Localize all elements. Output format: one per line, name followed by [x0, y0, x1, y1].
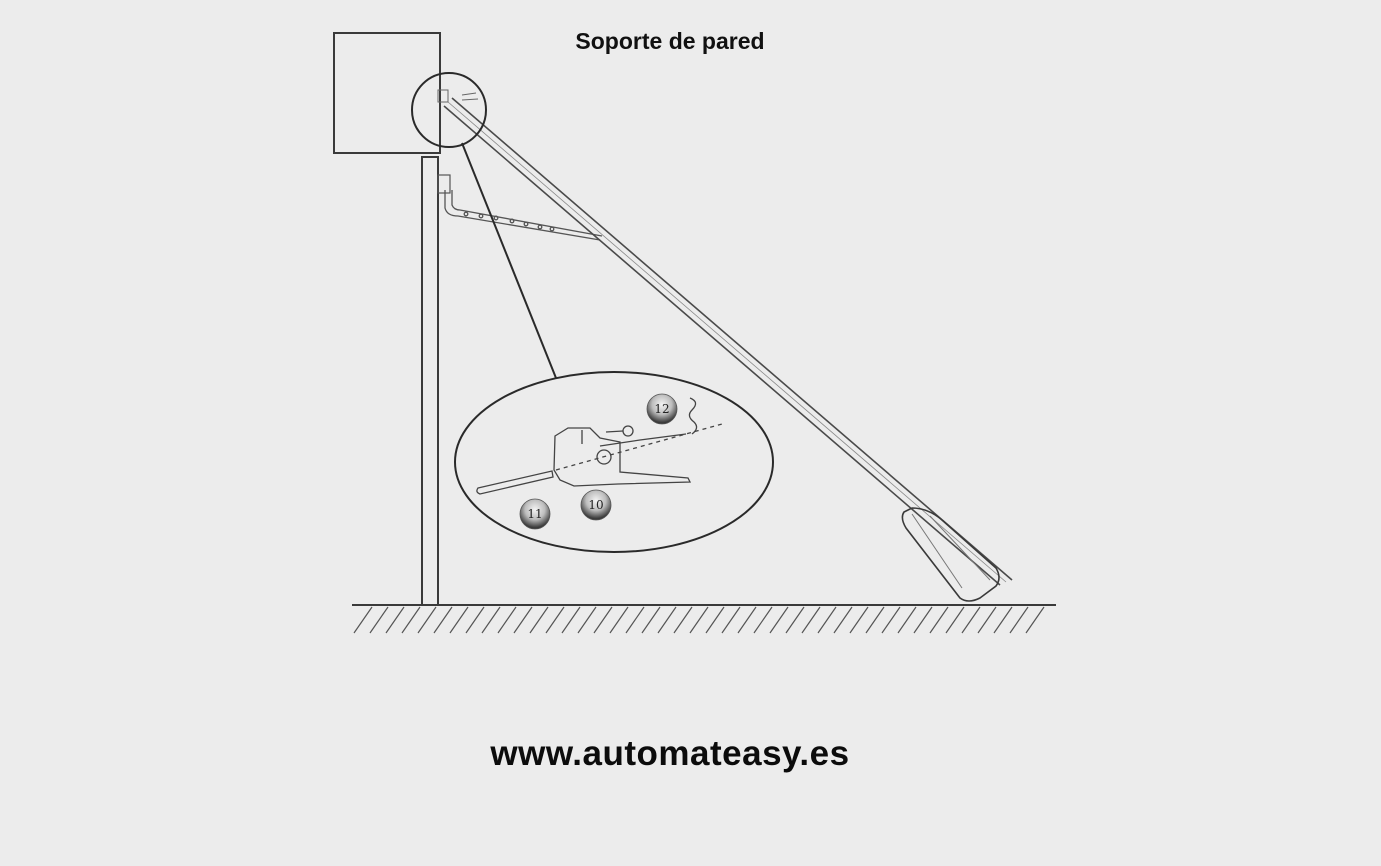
ground-hatch-stroke	[641, 606, 661, 634]
ground-hatch-stroke	[657, 606, 677, 634]
ground-hatch-stroke	[369, 606, 389, 634]
ground-hatch-stroke	[977, 606, 997, 634]
ground-hatching	[353, 606, 1045, 634]
ground-hatch-stroke	[625, 606, 645, 634]
ground-hatch-stroke	[993, 606, 1013, 634]
ground-hatch-stroke	[689, 606, 709, 634]
ground-hatch-stroke	[1025, 606, 1045, 634]
ground-hatch-stroke	[721, 606, 741, 634]
ground-hatch-stroke	[353, 606, 373, 634]
ground-hatch-stroke	[881, 606, 901, 634]
bracket-part	[553, 427, 692, 487]
ground-hatch-stroke	[913, 606, 933, 634]
detail-enlarged-view: 12 11 10	[454, 371, 774, 553]
ground-hatch-stroke	[817, 606, 837, 634]
ground-hatch-stroke	[497, 606, 517, 634]
ground-hatch-stroke	[433, 606, 453, 634]
detail-magnifier-circle	[411, 72, 487, 148]
ground-hatch-stroke	[897, 606, 917, 634]
ground-hatch-stroke	[737, 606, 757, 634]
ground-hatch-stroke	[769, 606, 789, 634]
ground	[352, 604, 1056, 634]
ground-hatch-stroke	[609, 606, 629, 634]
ground-hatch-stroke	[577, 606, 597, 634]
wall-post	[421, 156, 439, 606]
ground-hatch-stroke	[417, 606, 437, 634]
wall-header-box	[333, 32, 441, 154]
opener-rail	[443, 97, 1013, 586]
ground-hatch-stroke	[961, 606, 981, 634]
svg-text:10: 10	[588, 498, 603, 512]
diagram-title: Soporte de pared	[575, 28, 765, 54]
ground-hatch-stroke	[673, 606, 693, 634]
detail-leader-line	[461, 142, 557, 379]
svg-text:12: 12	[654, 402, 669, 416]
callout-10: 10	[580, 489, 612, 521]
ground-hatch-stroke	[449, 606, 469, 634]
ground-hatch-stroke	[849, 606, 869, 634]
website-url: www.automateasy.es	[490, 734, 850, 773]
ground-hatch-stroke	[705, 606, 725, 634]
ground-hatch-stroke	[833, 606, 853, 634]
pin-part	[476, 470, 554, 495]
ground-hatch-stroke	[529, 606, 549, 634]
ground-hatch-stroke	[401, 606, 421, 634]
ground-hatch-stroke	[865, 606, 885, 634]
svg-text:11: 11	[527, 507, 542, 521]
ground-hatch-stroke	[929, 606, 949, 634]
hanging-bracket	[444, 190, 603, 241]
ground-hatch-stroke	[385, 606, 405, 634]
callout-11: 11	[519, 498, 551, 530]
ground-hatch-stroke	[1009, 606, 1029, 634]
bolt-part	[605, 397, 698, 437]
hanger-plate	[437, 174, 451, 194]
ground-hatch-stroke	[561, 606, 581, 634]
ground-hatch-stroke	[593, 606, 613, 634]
motor-unit	[901, 507, 1000, 602]
ground-hatch-stroke	[753, 606, 773, 634]
ground-hatch-stroke	[465, 606, 485, 634]
ground-hatch-stroke	[785, 606, 805, 634]
ground-hatch-stroke	[545, 606, 565, 634]
callout-12: 12	[646, 393, 678, 425]
ground-hatch-stroke	[481, 606, 501, 634]
ground-hatch-stroke	[801, 606, 821, 634]
ground-hatch-stroke	[513, 606, 533, 634]
ground-hatch-stroke	[945, 606, 965, 634]
